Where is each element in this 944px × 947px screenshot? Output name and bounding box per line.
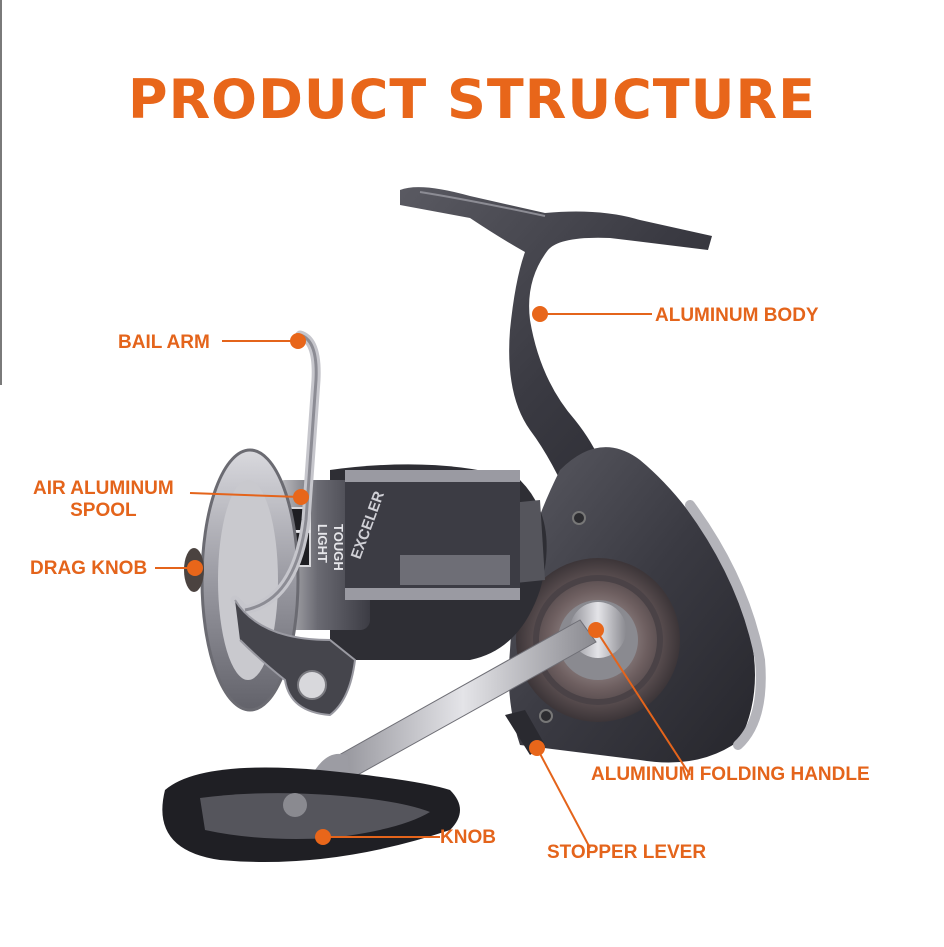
label-stopper-lever: STOPPER LEVER [547, 842, 707, 863]
leader-lines [155, 313, 691, 849]
label-aluminum-folding-handle: ALUMINUM FOLDING HANDLE [591, 764, 870, 785]
spool-text-light: LIGHT [315, 524, 330, 563]
spool-assembly: LT LIGHT TOUGH EXCELER [275, 464, 547, 660]
label-bail-arm: BAIL ARM [118, 332, 210, 353]
callout-dot-body [532, 306, 548, 322]
label-air-aluminum-spool: AIR ALUMINUM SPOOL [33, 478, 174, 522]
label-knob: KNOB [440, 827, 496, 848]
reel-foot [400, 187, 712, 540]
leader-line-spool [189, 492, 301, 498]
callout-dot-handle [588, 622, 604, 638]
left-edge-line [0, 0, 2, 385]
callout-dot-spool [293, 489, 309, 505]
callout-dot-stopper [529, 740, 545, 756]
bail-arm-wire [230, 330, 357, 717]
callout-dot-drag-knob [187, 560, 203, 576]
spool-text-tough: TOUGH [331, 524, 346, 571]
callout-dots [187, 306, 604, 845]
leader-line-stopper [536, 747, 591, 849]
label-air-aluminum-spool-line2: SPOOL [70, 500, 137, 521]
label-air-aluminum-spool-line1: AIR ALUMINUM [33, 478, 174, 499]
label-drag-knob: DRAG KNOB [30, 558, 148, 579]
handle-knob [162, 767, 460, 862]
leader-line-handle [595, 629, 691, 776]
page-title: PRODUCT STRUCTURE [128, 68, 816, 131]
label-aluminum-body: ALUMINUM BODY [655, 305, 819, 326]
callout-dot-knob [315, 829, 331, 845]
callout-dot-bail-arm [290, 333, 306, 349]
